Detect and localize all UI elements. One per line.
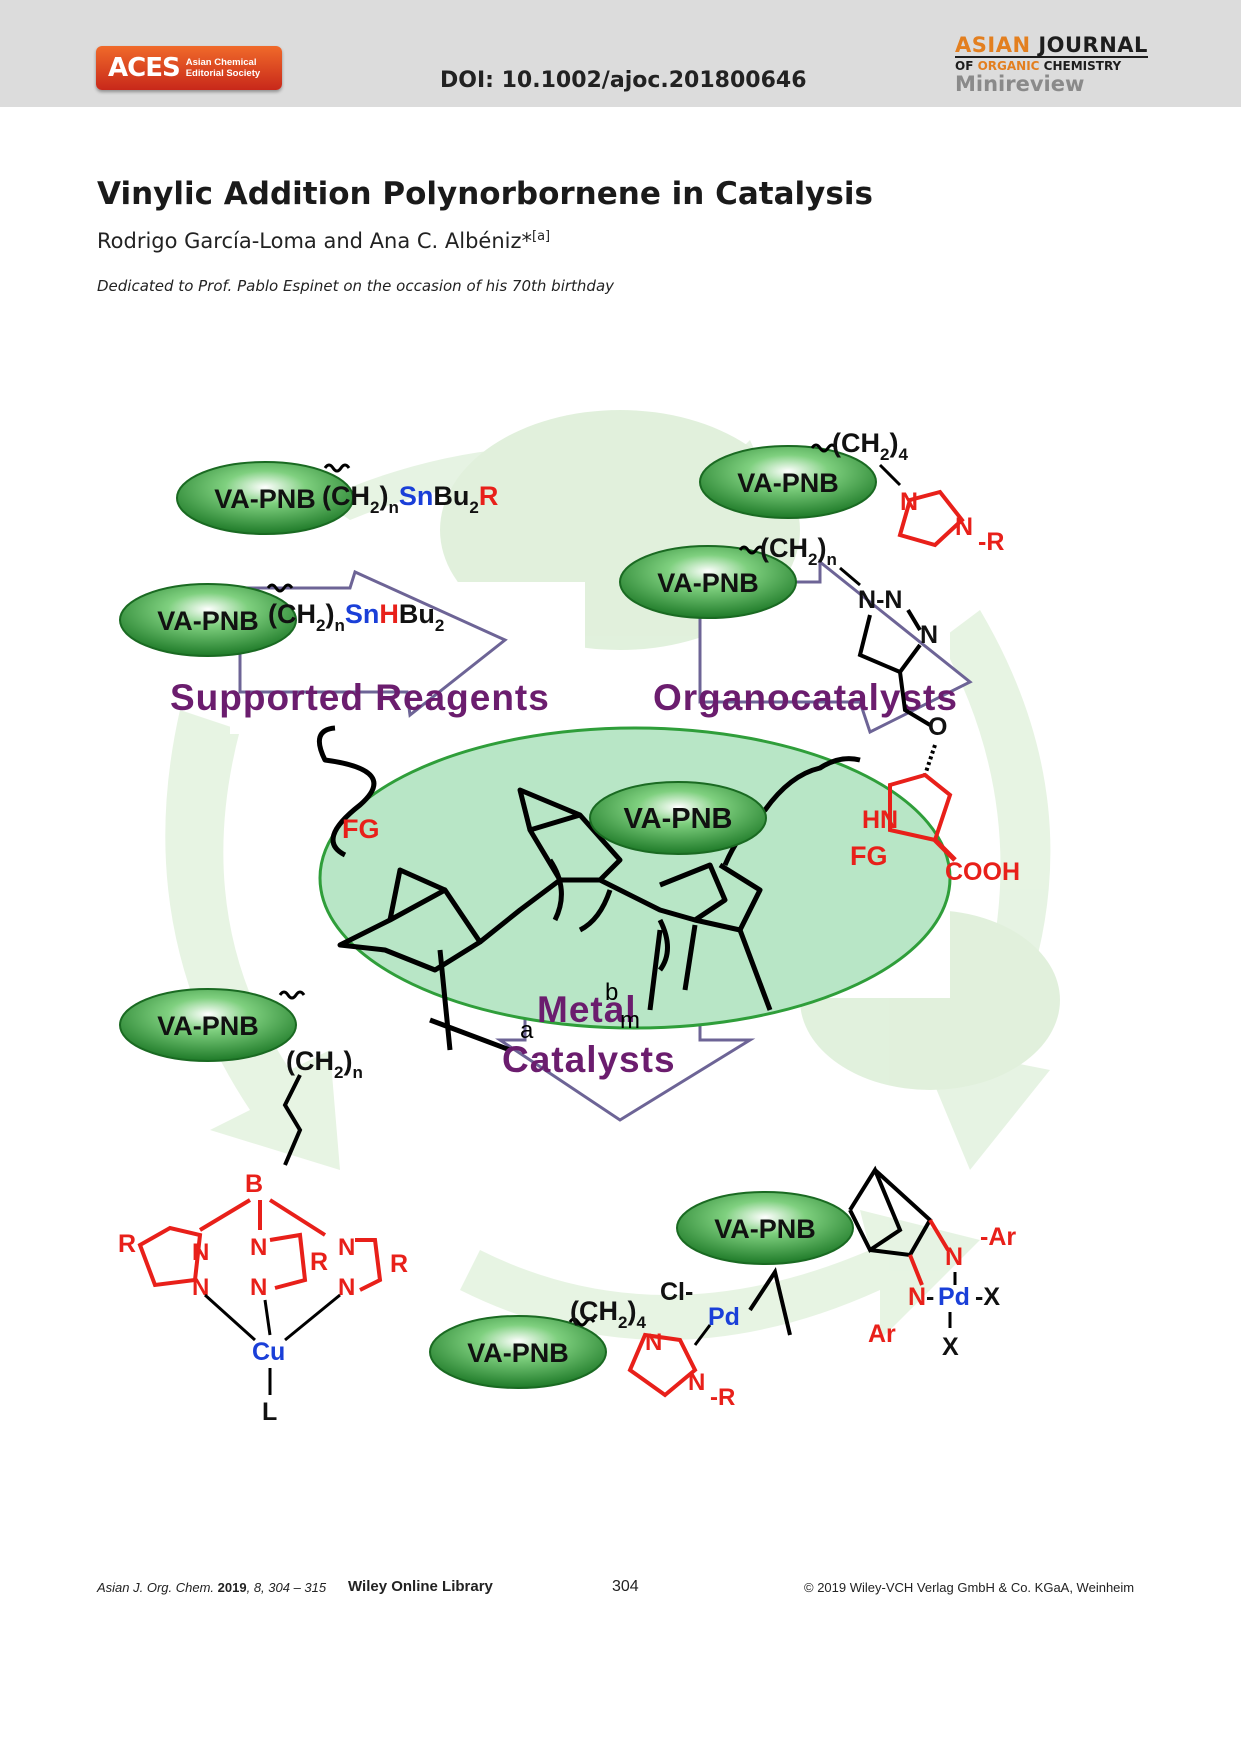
svg-text:N: N <box>920 621 938 649</box>
formula-imidazole: (CH2)4 N N -R <box>832 428 1004 556</box>
linker-wave <box>738 545 766 555</box>
svg-text:N: N <box>945 1243 963 1271</box>
svg-text:(CH2)4: (CH2)4 <box>570 1296 646 1332</box>
formula-snbu2r: (CH2)nSnBu2R <box>322 481 498 517</box>
svg-text:COOH: COOH <box>945 858 1020 886</box>
fg-left: FG <box>342 814 380 844</box>
svg-text:Cl-: Cl- <box>660 1278 693 1306</box>
svg-text:-: - <box>926 1283 934 1311</box>
label-supported-reagents: Supported Reagents <box>170 677 550 718</box>
svg-text:(CH2)4: (CH2)4 <box>832 428 908 464</box>
svg-text:-X: -X <box>975 1283 1000 1311</box>
svg-text:Cu: Cu <box>252 1338 285 1366</box>
svg-text:VA-PNB: VA-PNB <box>714 1214 816 1244</box>
svg-text:N: N <box>908 1283 926 1311</box>
svg-text:R: R <box>118 1230 136 1258</box>
label-catalysts: Catalysts <box>502 1039 676 1080</box>
article-title: Vinylic Addition Polynorbornene in Catal… <box>97 176 873 212</box>
svg-text:L: L <box>262 1398 277 1426</box>
svg-text:N: N <box>645 1329 662 1356</box>
aces-logo-text: ACES <box>108 53 181 83</box>
linker-wave <box>810 443 838 453</box>
svg-text:N: N <box>338 1234 355 1261</box>
svg-text:Ar: Ar <box>868 1320 896 1348</box>
svg-text:HN: HN <box>862 806 898 834</box>
index-m: m <box>620 1007 640 1034</box>
svg-text:VA-PNB: VA-PNB <box>737 468 839 498</box>
svg-text:R: R <box>390 1250 408 1278</box>
svg-text:Pd: Pd <box>938 1283 970 1311</box>
journal-logo: ASIAN JOURNAL OF ORGANIC CHEMISTRY Minir… <box>955 33 1148 96</box>
formula-pd-diimine: N -Ar N - Pd -X Ar X <box>848 1165 1016 1361</box>
svg-text:N: N <box>192 1239 209 1266</box>
formula-triazole-proline: (CH2)n N-N N O HN COOH <box>760 533 1020 886</box>
svg-text:B: B <box>245 1170 263 1198</box>
svg-text:N: N <box>338 1274 355 1301</box>
graphical-abstract-figure: Supported Reagents Organocatalysts Metal… <box>118 410 1060 1426</box>
svg-text:VA-PNB: VA-PNB <box>157 606 259 636</box>
linker-wave <box>266 583 294 593</box>
svg-text:N: N <box>250 1274 267 1301</box>
polymer-ellipse <box>318 726 952 1030</box>
va-pnb-pill: VA-PNB <box>176 461 354 535</box>
svg-text:O: O <box>928 713 947 741</box>
doi-text[interactable]: DOI: 10.1002/ajoc.201800646 <box>440 68 807 93</box>
svg-text:VA-PNB: VA-PNB <box>214 484 316 514</box>
svg-text:VA-PNB: VA-PNB <box>657 568 759 598</box>
linker-wave <box>323 463 351 473</box>
footer-copyright: © 2019 Wiley-VCH Verlag GmbH & Co. KGaA,… <box>804 1580 1135 1595</box>
svg-text:VA-PNB: VA-PNB <box>467 1338 569 1368</box>
svg-text:-R: -R <box>978 528 1004 556</box>
label-organocatalysts: Organocatalysts <box>653 677 958 718</box>
svg-text:(CH2)nSnBu2R: (CH2)nSnBu2R <box>322 481 498 517</box>
fg-right: FG <box>850 841 888 871</box>
va-pnb-pill: VA-PNB <box>619 545 797 619</box>
va-pnb-pill: VA-PNB <box>676 1191 854 1265</box>
svg-text:N-N: N-N <box>858 586 902 614</box>
va-pnb-pill: VA-PNB <box>429 1315 607 1389</box>
svg-text:-R: -R <box>710 1384 735 1411</box>
label-metal: Metal <box>537 989 637 1030</box>
svg-text:(CH2)n: (CH2)n <box>286 1046 363 1082</box>
footer-library[interactable]: Wiley Online Library <box>348 1578 493 1595</box>
svg-text:N: N <box>688 1369 705 1396</box>
va-pnb-pill: VA-PNB <box>119 988 297 1062</box>
formula-cu-scorpionate: (CH2)n B R N N N N R N N R Cu L <box>118 1046 408 1426</box>
article-type: Minireview <box>955 72 1085 96</box>
svg-text:(CH2)nSnHBu2: (CH2)nSnHBu2 <box>268 599 444 635</box>
svg-text:N: N <box>900 488 918 516</box>
index-a: a <box>520 1017 534 1044</box>
svg-text:VA-PNB: VA-PNB <box>157 1011 259 1041</box>
svg-text:N: N <box>192 1274 209 1301</box>
linker-wave <box>568 1317 596 1327</box>
svg-text:N: N <box>955 513 973 541</box>
svg-text:X: X <box>942 1333 959 1361</box>
svg-text:(CH2)n: (CH2)n <box>760 533 837 569</box>
svg-text:-Ar: -Ar <box>980 1223 1016 1251</box>
svg-text:VA-PNB: VA-PNB <box>623 803 732 835</box>
va-pnb-pill: VA-PNB <box>589 781 767 855</box>
va-pnb-pill: VA-PNB <box>119 583 297 657</box>
supported-arrow <box>238 569 508 718</box>
formula-snhbu2: (CH2)nSnHBu2 <box>268 599 444 635</box>
polymer-structure <box>316 725 861 1053</box>
footer-page-number: 304 <box>612 1578 639 1595</box>
va-pnb-pill: VA-PNB <box>699 445 877 519</box>
formula-pd-nhc: (CH2)4 Cl- Pd N N -R <box>570 1267 792 1411</box>
linker-wave <box>278 990 306 1000</box>
index-b: b <box>605 979 618 1006</box>
svg-text:N: N <box>250 1234 267 1261</box>
article-dedication: Dedicated to Prof. Pablo Espinet on the … <box>97 277 615 295</box>
footer-citation: Asian J. Org. Chem. 2019, 8, 304 – 315 <box>97 1580 327 1595</box>
svg-text:R: R <box>310 1248 328 1276</box>
article-authors: Rodrigo García-Loma and Ana C. Albéniz*[… <box>97 229 551 253</box>
svg-text:Pd: Pd <box>708 1303 740 1331</box>
